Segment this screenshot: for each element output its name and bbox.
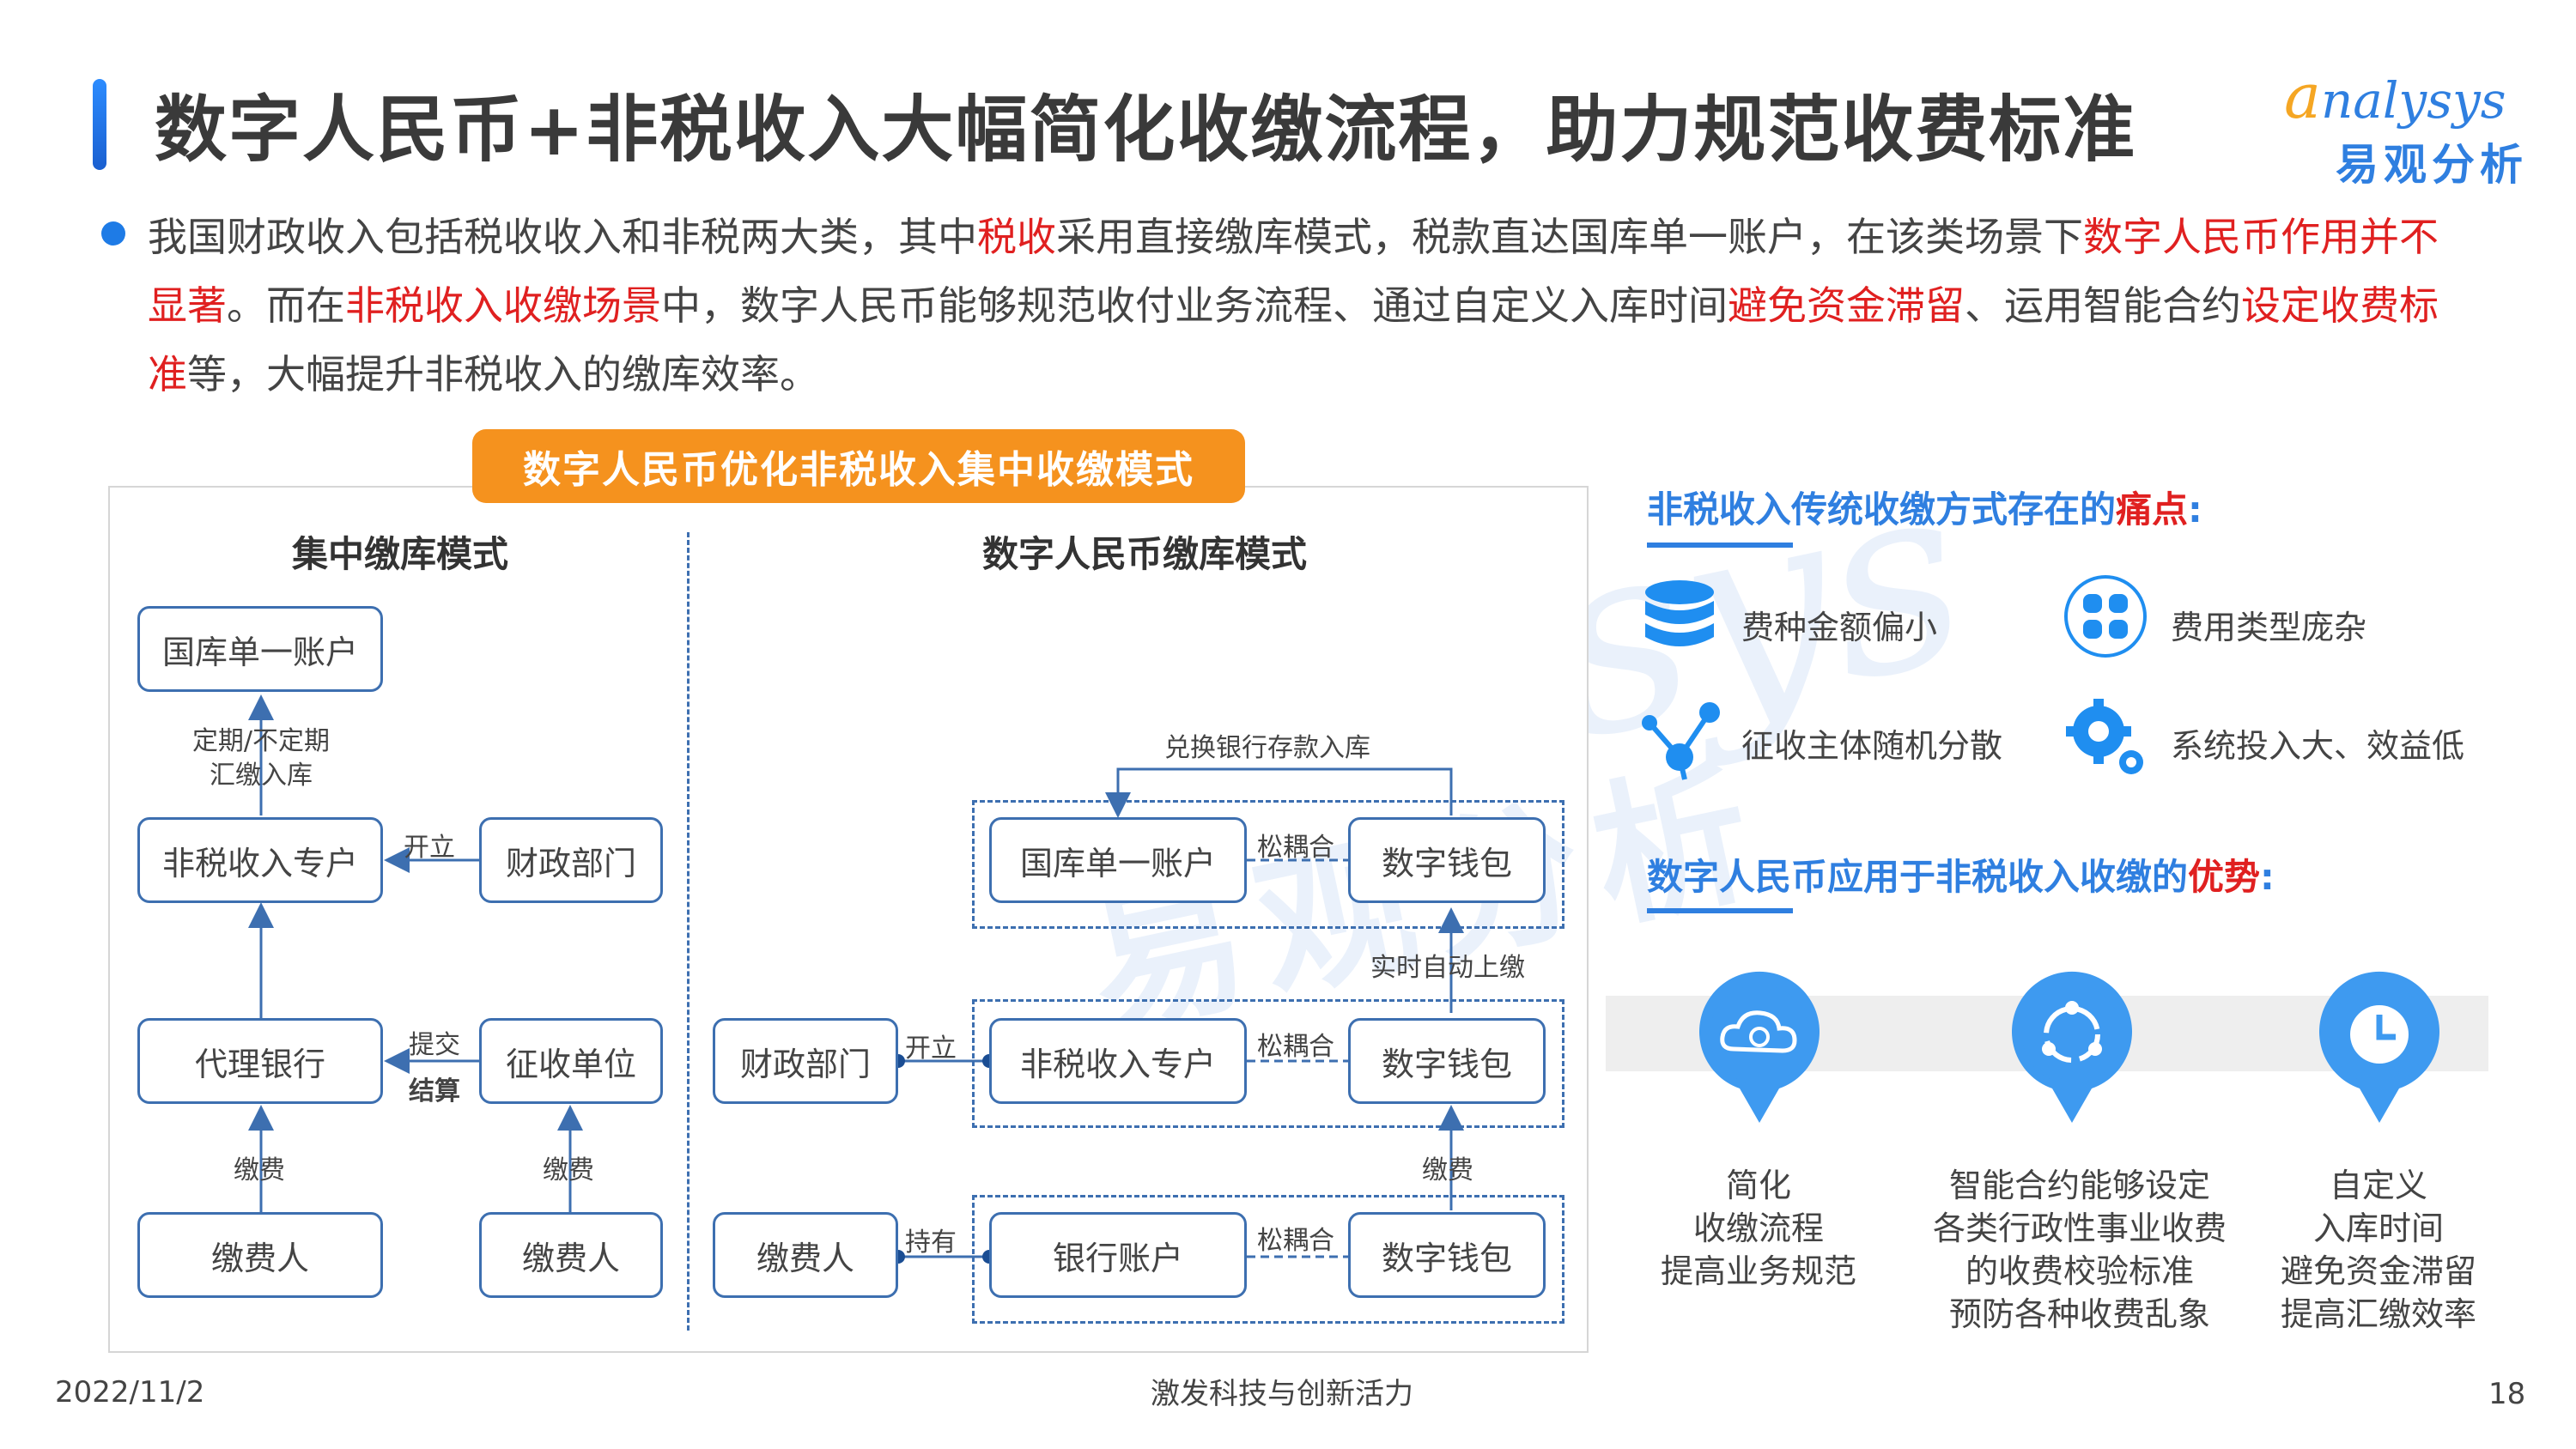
- box-payer-right: 缴费人: [713, 1212, 898, 1298]
- footer-date: 2022/11/2: [55, 1375, 205, 1410]
- nontax-wallet-group: [972, 999, 1564, 1128]
- intro-paragraph: 我国财政收入包括税收收入和非税两大类，其中税收采用直接缴库模式，税款直达国库单一…: [148, 203, 2466, 409]
- bank-wallet-group: [972, 1195, 1564, 1324]
- highlight-text: 非税收入收缴场景: [345, 282, 661, 329]
- box-treasury-account-right: 国库单一账户: [989, 817, 1247, 903]
- right-section-heading: 数字人民币缴库模式: [982, 533, 1308, 575]
- adv-text-2: 智能合约能够设定各类行政性事业收费的收费校验标准预防各种收费乱象: [1932, 1167, 2227, 1333]
- adv-text-1: 简化收缴流程提高业务规范: [1660, 1167, 1856, 1290]
- pain-text-3: 征收主体随机分散: [1741, 727, 2003, 765]
- pain-heading-underline: [1647, 543, 1793, 548]
- cloud-brain-icon: [1699, 971, 1820, 1123]
- box-nontax-account-right: 非税收入专户: [989, 1018, 1247, 1104]
- label-open-right: 开立: [905, 1034, 957, 1064]
- adv-text-3: 自定义入库时间避免资金滞留提高汇缴效率: [2280, 1167, 2476, 1333]
- body-text: 等，大幅提升非税收入的缴库效率。: [187, 351, 819, 397]
- advantages-heading: 数字人民币应用于非税收入收缴的优势:: [1647, 856, 2275, 898]
- label-pay-left-2: 缴费: [543, 1155, 594, 1185]
- highlight-text: 避免资金滞留: [1728, 282, 1965, 329]
- clock-icon: [2319, 971, 2439, 1123]
- highlight-text: 数字人民币作用并不显著: [148, 214, 2439, 329]
- box-finance-dept: 财政部门: [479, 817, 663, 903]
- label-realtime: 实时自动上缴: [1370, 953, 1525, 983]
- box-collector: 征收单位: [479, 1018, 663, 1104]
- body-text: 采用直接缴库模式，税款直达国库单一账户，在该类场景下: [1056, 214, 2083, 260]
- body-text: 。而在: [227, 282, 345, 329]
- box-wallet-treasury: 数字钱包: [1348, 817, 1546, 903]
- database-icon: [1645, 580, 1714, 646]
- logo-chinese: 易观分析: [2336, 140, 2528, 190]
- cycle-icon: [2012, 971, 2132, 1123]
- grid-icon: [2064, 575, 2147, 658]
- page-number: 18: [2488, 1377, 2526, 1411]
- box-agent-bank: 代理银行: [137, 1018, 383, 1104]
- label-pay-right: 缴费: [1422, 1155, 1473, 1185]
- pain-points-heading: 非税收入传统收缴方式存在的痛点:: [1647, 488, 2202, 530]
- network-icon: [1642, 702, 1720, 780]
- gears-icon: [2066, 699, 2143, 774]
- label-exchange: 兑换银行存款入库: [1164, 733, 1370, 763]
- pain-text-4: 系统投入大、效益低: [2171, 727, 2465, 765]
- highlight-text: 税收: [977, 214, 1056, 260]
- page-title: 数字人民币+非税收入大幅简化收缴流程，助力规范收费标准: [155, 88, 2137, 172]
- treasury-wallet-group: [972, 800, 1564, 929]
- body-text: 中，数字人民币能够规范收付业务流程、通过自定义入库时间: [661, 282, 1728, 329]
- label-open-left: 开立: [404, 833, 455, 863]
- label-loose-3: 松耦合: [1257, 1226, 1334, 1256]
- label-periodic: 定期/不定期汇缴入库: [191, 726, 331, 791]
- adv-heading-underline: [1647, 908, 1793, 913]
- label-loose-2: 松耦合: [1257, 1032, 1334, 1062]
- left-section-heading: 集中缴库模式: [292, 533, 509, 575]
- pain-text-2: 费用类型庞杂: [2171, 609, 2367, 646]
- box-bank-account: 银行账户: [989, 1212, 1247, 1298]
- label-pay-left: 缴费: [234, 1155, 285, 1185]
- body-text: 、运用智能合约: [1965, 282, 2241, 329]
- label-settle: 结算: [409, 1076, 460, 1106]
- bullet-icon: [101, 221, 125, 246]
- box-payer-left-2: 缴费人: [479, 1212, 663, 1298]
- body-text: 我国财政收入包括税收收入和非税两大类，其中: [148, 214, 977, 260]
- box-wallet-payer: 数字钱包: [1348, 1212, 1546, 1298]
- box-payer-left: 缴费人: [137, 1212, 383, 1298]
- analysys-logo: analysys 易观分析: [2284, 60, 2550, 190]
- pain-text-1: 费种金额偏小: [1741, 609, 1938, 646]
- section-divider: [687, 532, 690, 1331]
- box-nontax-account: 非税收入专户: [137, 817, 383, 903]
- box-finance-dept-right: 财政部门: [713, 1018, 898, 1104]
- box-wallet-nontax: 数字钱包: [1348, 1018, 1546, 1104]
- label-submit: 提交: [409, 1030, 460, 1060]
- highlight-text: 设定收费标准: [148, 282, 2439, 397]
- logo-wordmark: analysys: [2284, 60, 2506, 132]
- label-loose-1: 松耦合: [1257, 833, 1334, 863]
- box-treasury-account: 国库单一账户: [137, 606, 383, 692]
- label-hold: 持有: [905, 1228, 957, 1258]
- footer-slogan: 激发科技与创新活力: [1151, 1377, 1413, 1411]
- title-accent-bar: [93, 79, 106, 170]
- diagram-banner: 数字人民币优化非税收入集中收缴模式: [472, 429, 1245, 503]
